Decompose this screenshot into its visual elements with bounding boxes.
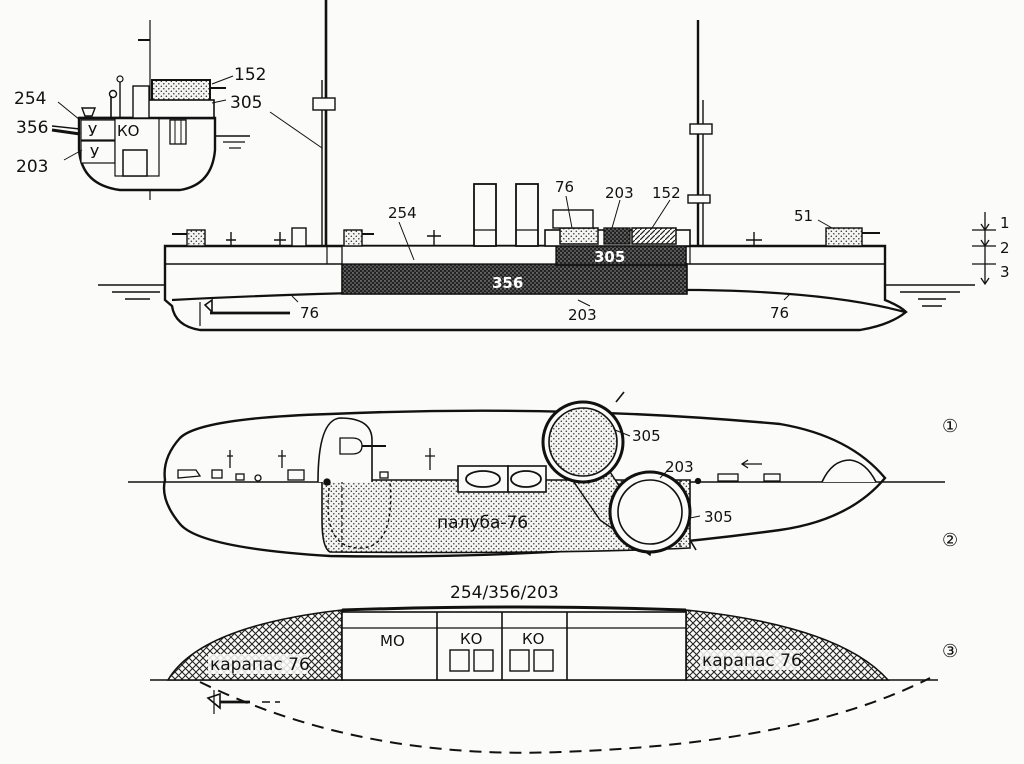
plan-label-203: 203 <box>665 458 694 476</box>
profile-bridge <box>552 209 594 229</box>
profile-leaders <box>269 111 833 307</box>
section-boat <box>80 107 97 117</box>
profile-mainmast-top <box>312 97 336 111</box>
profile-label-356: 356 <box>492 274 523 292</box>
waterline-boilers <box>449 649 554 672</box>
carapace-label-bg-fore <box>700 650 800 670</box>
waterline-label-carapace-fore: карапас 76 <box>702 651 802 671</box>
profile-foremast-top <box>689 123 713 135</box>
plan-aft-fitting <box>327 481 392 549</box>
plan-funnel-2 <box>510 470 542 488</box>
profile-label-76-fore: 76 <box>300 304 319 322</box>
section-superstructure <box>147 99 215 119</box>
section-funnel <box>132 85 150 119</box>
waterline-belt <box>341 605 687 612</box>
section-label-ko: КО <box>117 122 139 140</box>
waterline-label-belt: 254/356/203 <box>450 583 559 603</box>
plan-barbette-aft <box>617 479 683 545</box>
section-davit <box>108 89 118 99</box>
section-label-152: 152 <box>234 65 266 85</box>
section-label-203: 203 <box>16 157 48 177</box>
marker-3: ③ <box>942 641 958 662</box>
carapace-label-bg-aft <box>208 654 308 674</box>
section-boiler <box>122 149 148 177</box>
profile-belt-356 <box>341 263 688 295</box>
profile-label-76-aft: 76 <box>770 304 789 322</box>
waterline-propeller <box>206 690 280 714</box>
plan-label-deck: палуба-76 <box>437 513 528 533</box>
plan-funnel-1 <box>465 470 501 488</box>
profile-belt-254 <box>341 245 557 265</box>
profile-turret-203 <box>559 227 599 245</box>
side-profile: 1 2 3 76 203 152 254 51 305 356 76 203 7… <box>98 0 1010 332</box>
profile-label-305: 305 <box>594 248 625 266</box>
section-label-305: 305 <box>230 93 262 113</box>
profile-small-guns <box>172 227 880 247</box>
section-label-254: 254 <box>14 89 46 109</box>
profile-level-scale <box>972 212 996 286</box>
waterline-label-carapace-aft: карапас 76 <box>210 655 310 675</box>
profile-level-1: 1 <box>1000 214 1010 232</box>
plan-label-305-low: 305 <box>704 508 733 526</box>
profile-funnel-aft <box>515 183 539 247</box>
waterline-label-ko-2: КО <box>522 630 544 648</box>
profile-turret-51 <box>825 227 863 247</box>
section-compartment-u1 <box>80 119 116 141</box>
profile-label-254: 254 <box>388 204 417 222</box>
profile-label-51: 51 <box>794 207 813 225</box>
plan-view: 305 203 305 палуба-76 <box>128 391 945 558</box>
section-turret-152 <box>151 79 211 103</box>
section-trunk <box>169 119 187 145</box>
plan-label-305-top: 305 <box>632 427 661 445</box>
plan-leaders <box>614 429 701 519</box>
cross-section: 254 356 203 152 305 У У КО <box>14 20 266 200</box>
profile-level-2: 2 <box>1000 239 1010 257</box>
section-label-u-lower: У <box>90 144 99 162</box>
profile-turret-152 <box>631 227 677 245</box>
marker-2: ② <box>942 530 958 551</box>
waterline-underwater-hull <box>199 677 931 754</box>
section-label-u-upper: У <box>88 122 97 140</box>
plan-forecastle <box>821 459 877 483</box>
waterline-view: 254/356/203 МО КО КО карапас 76 карапас … <box>150 583 938 754</box>
profile-turret-block <box>603 227 631 245</box>
profile-level-3: 3 <box>1000 263 1010 281</box>
plan-barbette-fore <box>548 407 618 477</box>
section-label-356: 356 <box>16 118 48 138</box>
profile-label-76-gun: 76 <box>555 178 574 196</box>
profile-funnel-fore <box>473 183 497 247</box>
marker-1: ① <box>942 416 958 437</box>
waterline-label-ko-1: КО <box>460 630 482 648</box>
profile-label-203-low: 203 <box>568 306 597 324</box>
profile-water <box>98 284 975 307</box>
profile-propeller <box>199 298 290 326</box>
plan-fittings <box>177 437 781 486</box>
waterline-label-mo: МО <box>380 632 405 650</box>
profile-label-152: 152 <box>652 184 681 202</box>
profile-label-203: 203 <box>605 184 634 202</box>
